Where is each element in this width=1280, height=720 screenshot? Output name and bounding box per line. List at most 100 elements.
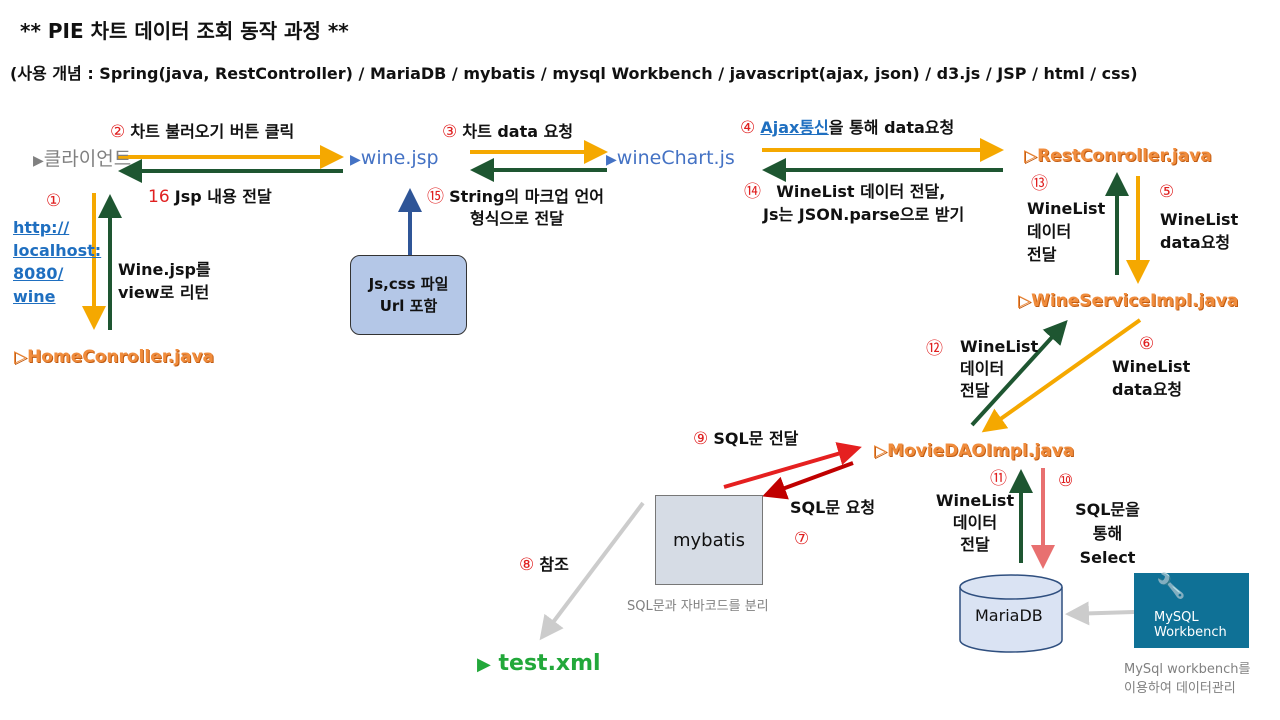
node-wine-chart-js-label: wineChart.js	[616, 147, 735, 169]
step-14-label: ⑭ WineList 데이터 전달,	[744, 184, 945, 201]
step-text: 전달	[1027, 245, 1057, 264]
step-7-text: SQL문 요청	[790, 498, 876, 517]
logo-text: MySQL	[1154, 610, 1199, 625]
node-test-xml: ▶ test.xml	[477, 653, 601, 675]
step-text: 참조	[539, 555, 569, 574]
step-15-label: ⑮ String의 마크업 언어	[427, 189, 604, 206]
step-text: 을 통해 data요청	[828, 118, 955, 137]
return-line: Wine.jsp를	[118, 260, 211, 279]
step-number: ⑧	[519, 555, 535, 575]
url-link-line[interactable]: 8080/	[13, 264, 64, 283]
step-5-label: WineList data요청	[1160, 208, 1238, 254]
step-10-label: SQL문을 통해 Select	[1065, 498, 1150, 570]
jscss-box-line: Url 포함	[379, 297, 438, 315]
step-9-label: ⑨ SQL문 전달	[693, 431, 798, 448]
step-13-number: ⑬	[1031, 174, 1048, 194]
step-text: 차트 불러오기 버튼 클릭	[130, 122, 295, 141]
step-number: 16	[148, 187, 170, 207]
triangle-icon: ▶	[477, 654, 491, 675]
step-15-line2: 형식으로 전달	[470, 209, 564, 228]
url-link-line[interactable]: localhost:	[13, 241, 102, 260]
step-text: 데이터	[952, 513, 998, 532]
mybatis-label: mybatis	[672, 529, 746, 551]
step-6-number: ⑥	[1139, 334, 1155, 354]
step-number: ⑭	[744, 182, 761, 202]
mariadb-cylinder	[959, 574, 1063, 653]
step-number: ②	[110, 122, 126, 142]
step-text: WineList	[1027, 199, 1106, 218]
step-text: String의 마크업 언어	[449, 187, 604, 206]
node-client: ▶클라이언트	[33, 150, 131, 169]
triangle-icon: ▶	[606, 152, 617, 168]
node-home-controller-label: HomeConroller.java	[27, 347, 215, 367]
return-label: Wine.jsp를 view로 리턴	[118, 258, 211, 304]
step-text: SQL문을	[1075, 500, 1140, 519]
step-text: WineList 데이터 전달,	[776, 182, 946, 201]
node-client-label: 클라이언트	[43, 148, 132, 170]
node-movie-dao-label: MovieDAOImpl.java	[887, 441, 1075, 461]
step-text: 통해 Select	[1079, 524, 1136, 567]
step-14-line2: Js는 JSON.parse으로 받기	[763, 205, 965, 224]
step-text: 데이터	[960, 359, 1005, 378]
logo-text: Workbench	[1154, 625, 1227, 640]
node-wine-service: ▷WineServiceImpl.java	[1018, 291, 1239, 311]
note-line: 이용하여 데이터관리	[1124, 681, 1236, 696]
node-wine-jsp-label: wine.jsp	[360, 147, 439, 169]
arrow-step6	[981, 318, 1142, 433]
step-1-number: ①	[46, 191, 62, 211]
dolphin-wrench-icon: 🔧	[1156, 572, 1186, 600]
step-4-label: ④ Ajax통신을 통해 data요청	[740, 120, 954, 137]
step-text: 전달	[960, 535, 990, 554]
triangle-icon: ▶	[350, 152, 361, 168]
arrow-step12	[970, 320, 1068, 427]
node-wine-jsp: ▶wine.jsp	[350, 149, 439, 168]
arrow-step8	[539, 501, 645, 641]
note-line: MySql workbench를	[1124, 662, 1251, 677]
step-7-number: ⑦	[794, 529, 810, 549]
step-text: WineList	[935, 491, 1015, 510]
return-line: view로 리턴	[118, 283, 210, 302]
mariadb-label: MariaDB	[975, 606, 1043, 625]
step-number: ⑨	[693, 429, 709, 449]
node-rest-controller-label: RestConroller.java	[1037, 146, 1212, 166]
mysql-workbench-logo: 🔧 MySQL Workbench	[1134, 573, 1249, 648]
node-home-controller: ▷HomeConroller.java	[14, 347, 215, 367]
step-number: ③	[442, 122, 458, 142]
step-13-label: WineList 데이터 전달	[1027, 197, 1105, 266]
step-8-label: ⑧ 참조	[519, 557, 569, 574]
arrow-step7	[762, 461, 854, 500]
step-text: 차트 data 요청	[462, 122, 574, 141]
mybatis-box: mybatis	[655, 495, 763, 585]
step-text: 데이터	[1027, 222, 1072, 241]
url-link-line[interactable]: http://	[13, 218, 70, 237]
jscss-box: Js,css 파일 Url 포함	[350, 255, 467, 335]
step-10-number: ⑩	[1058, 471, 1074, 491]
node-wine-service-label: WineServiceImpl.java	[1031, 291, 1239, 311]
step-text: data요청	[1160, 233, 1231, 252]
url-link[interactable]: http:// localhost: 8080/ wine	[13, 216, 101, 308]
arrow-workbench	[1065, 601, 1135, 626]
step-text: SQL문 전달	[713, 429, 799, 448]
page-subtitle: (사용 개념 : Spring(java, RestController) / …	[10, 64, 1138, 83]
step-number: ⑮	[427, 187, 444, 207]
step-5-number: ⑤	[1159, 182, 1175, 202]
url-link-line[interactable]: wine	[13, 287, 56, 306]
step-text: data요청	[1112, 380, 1183, 399]
ajax-link[interactable]: Ajax통신	[760, 118, 829, 137]
workbench-note: MySql workbench를 이용하여 데이터관리	[1124, 660, 1250, 698]
step-16-label: 16 Jsp 내용 전달	[148, 189, 272, 206]
node-movie-dao: ▷MovieDAOImpl.java	[874, 441, 1075, 461]
step-12-label: WineList 데이터 전달	[960, 336, 1038, 402]
node-rest-controller: ▷RestConroller.java	[1024, 146, 1212, 166]
step-text: WineList	[960, 337, 1039, 356]
node-test-xml-label: test.xml	[498, 651, 601, 676]
step-text: WineList	[1112, 357, 1191, 376]
page-title: ** PIE 차트 데이터 조회 동작 과정 **	[20, 19, 349, 43]
mybatis-note: SQL문과 자바코드를 분리	[627, 599, 769, 614]
arrow-step9	[723, 442, 862, 489]
jscss-box-line: Js,css 파일	[368, 275, 449, 293]
step-6-label: WineList data요청	[1112, 355, 1190, 401]
step-2-label: ② 차트 불러오기 버튼 클릭	[110, 124, 294, 141]
step-number: ④	[740, 118, 756, 138]
